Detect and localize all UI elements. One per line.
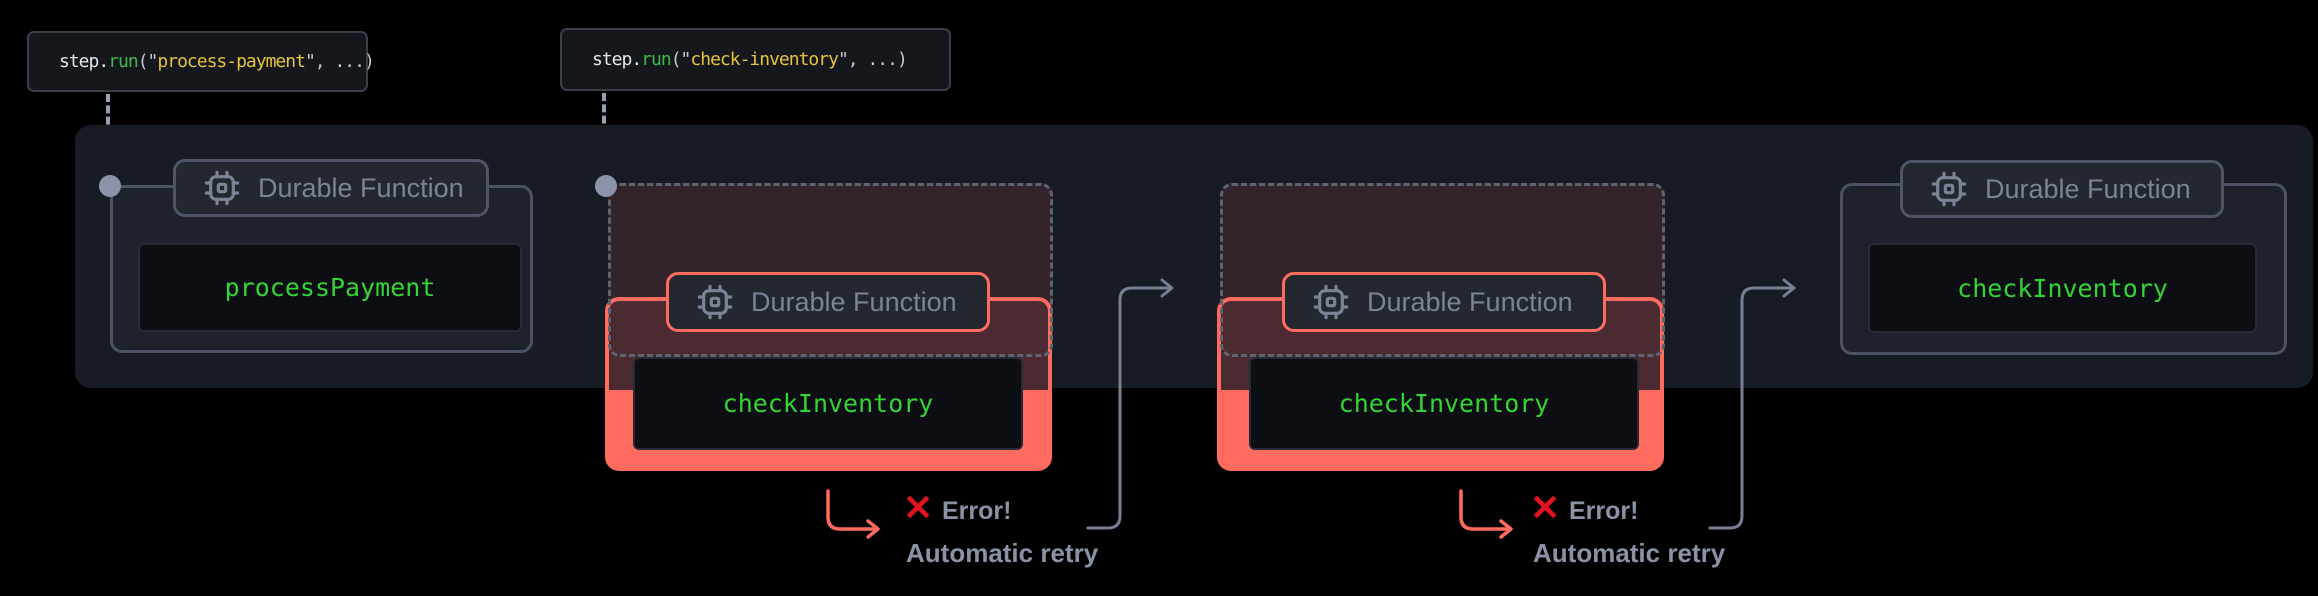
code-close-paren-token: ", ...) [304, 51, 375, 72]
function-name: checkInventory [1338, 389, 1550, 418]
code-method-token: run [108, 51, 138, 72]
badge-label: Durable Function [1367, 286, 1573, 317]
code-object-token: step. [592, 49, 642, 70]
retry-attempt-dashed-outline [1220, 183, 1665, 357]
timeline-dot [595, 175, 617, 197]
badge-label: Durable Function [258, 172, 464, 203]
step-run-call-process-payment: step.run("process-payment", ...) [27, 31, 375, 92]
retry-attempt-dashed-outline [608, 183, 1053, 357]
cpu-chip-icon [697, 284, 733, 320]
error-x-icon: ✕ [903, 487, 934, 528]
badge-label: Durable Function [1985, 173, 2191, 204]
durable-function-badge: Durable Function [173, 159, 489, 217]
code-close-paren-token: ", ...) [837, 49, 908, 70]
function-name-box: checkInventory [1868, 243, 2257, 333]
function-name: processPayment [224, 273, 436, 302]
code-open-paren-token: (" [670, 49, 692, 70]
code-string-token: process-payment [157, 51, 306, 72]
retry-connector-arrow [1086, 278, 1174, 530]
cpu-chip-icon [1313, 284, 1349, 320]
code-string-token: check-inventory [690, 49, 839, 70]
code-open-paren-token: (" [137, 51, 159, 72]
retry-connector-arrow [1708, 278, 1796, 530]
error-label: Error! [942, 497, 1012, 525]
function-name-box: checkInventory [1249, 357, 1639, 450]
durable-function-badge: Durable Function [1900, 160, 2224, 218]
code-object-token: step. [59, 51, 109, 72]
error-x-icon: ✕ [1530, 487, 1561, 528]
durable-function-badge: Durable Function [1282, 272, 1606, 332]
cpu-chip-icon [204, 170, 240, 206]
step-run-call-check-inventory: step.run("check-inventory", ...) [560, 28, 951, 91]
timeline-dot [99, 175, 121, 197]
durable-function-badge: Durable Function [666, 272, 990, 332]
function-name-box: checkInventory [633, 357, 1023, 450]
error-arrow [1459, 489, 1513, 539]
automatic-retry-label: Automatic retry [1533, 538, 1726, 568]
function-name: checkInventory [722, 389, 934, 418]
function-name-box: processPayment [138, 243, 522, 332]
code-method-token: run [641, 49, 671, 70]
error-arrow [826, 489, 880, 539]
function-name: checkInventory [1957, 273, 2168, 303]
badge-label: Durable Function [751, 286, 957, 317]
cpu-chip-icon [1931, 171, 1967, 207]
automatic-retry-label: Automatic retry [906, 538, 1099, 568]
error-label: Error! [1569, 497, 1639, 525]
